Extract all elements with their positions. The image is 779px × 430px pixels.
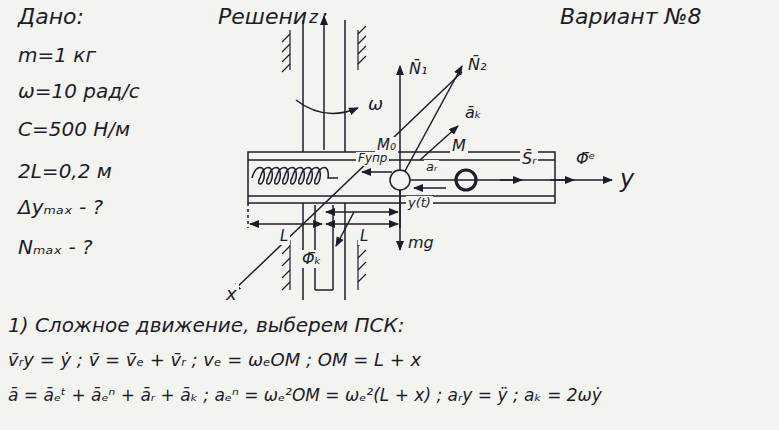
given-value: C=500 Н/м <box>18 118 130 141</box>
force-label: N̄₁ <box>407 60 429 78</box>
dimension-label: L <box>358 228 370 245</box>
given-value: ω=10 рад/с <box>18 80 140 103</box>
unknown-value: Nₘₐₓ - ? <box>18 236 93 259</box>
equation-line: ā = āₑᵗ + āₑⁿ + āᵣ + āₖ ; aₑⁿ = ωₑ²OM = … <box>8 386 602 406</box>
acceleration-label: aᵣ <box>424 160 439 175</box>
dimension-label: L <box>278 228 290 245</box>
variant-number: Вариант №8 <box>560 4 701 29</box>
given-heading: Дано: <box>18 4 84 29</box>
dimension-label: y(t) <box>406 196 433 211</box>
acceleration-label: āₖ <box>463 104 484 122</box>
solution-step: 1) Сложное движение, выберем ПСК: <box>8 314 405 337</box>
axis-label: x <box>224 284 239 305</box>
force-label: mg <box>406 234 436 252</box>
point-label: M <box>450 137 468 155</box>
axis-label: z <box>307 8 320 28</box>
equation-line: v̄ᵣy = ẏ ; v̄ = v̄ₑ + v̄ᵣ ; vₑ = ωₑOM ; … <box>8 350 421 371</box>
force-label: Φ̄ₖ <box>300 250 323 268</box>
unknown-value: Δyₘₐₓ - ? <box>18 196 103 219</box>
given-value: m=1 кг <box>18 44 96 67</box>
angular-velocity-label: ω <box>366 94 385 115</box>
force-label: N̄₂ <box>466 56 488 74</box>
force-label: Φ̄ᵉ <box>574 150 597 168</box>
given-value: 2L=0,2 м <box>18 160 112 183</box>
axis-label: y <box>618 166 636 194</box>
force-label: Fупр <box>356 152 389 166</box>
velocity-label: S̄ᵣ <box>520 150 538 168</box>
